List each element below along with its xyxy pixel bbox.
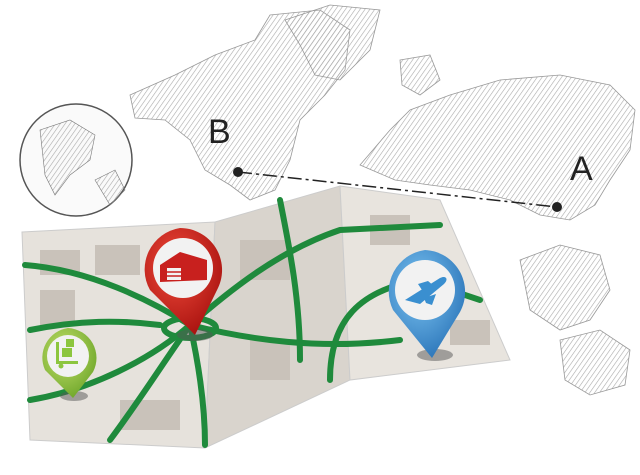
map-panel-middle <box>204 185 351 449</box>
delivery-pin[interactable] <box>42 328 97 401</box>
greenland-sketch <box>284 4 381 81</box>
road <box>27 318 163 333</box>
north-america-sketch <box>129 9 351 201</box>
sketch-world-map <box>129 4 636 396</box>
hand-truck-icon <box>56 339 78 369</box>
point-a-label: A <box>570 150 593 188</box>
route-dashed-line <box>237 171 558 208</box>
point-b-dot <box>233 167 243 177</box>
airplane-icon <box>405 276 447 305</box>
australia-sketch <box>559 329 631 396</box>
warehouse-icon <box>160 252 207 282</box>
airport-pin[interactable] <box>388 250 466 361</box>
point-b-label: B <box>208 113 231 151</box>
point-a-dot <box>552 202 562 212</box>
asia-islands-sketch <box>519 244 611 331</box>
warehouse-pin[interactable] <box>144 227 223 341</box>
europe-sketch <box>399 54 441 96</box>
globe-icon <box>19 103 133 217</box>
road <box>277 197 303 363</box>
eurasia-sketch <box>359 74 636 221</box>
